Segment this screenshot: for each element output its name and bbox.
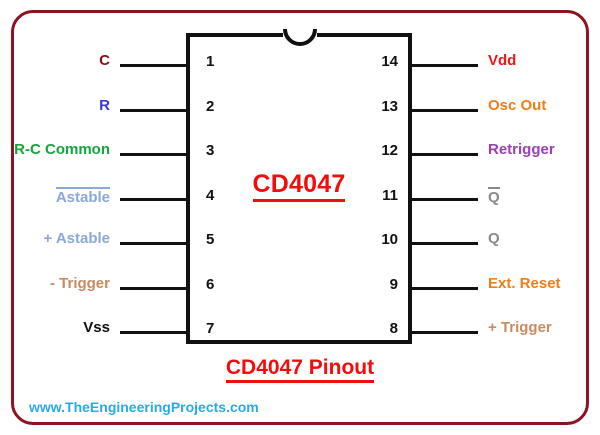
caption-text: CD4047 Pinout: [225, 356, 375, 383]
pin-number: 12: [381, 142, 398, 159]
pin-label-text: R-C Common: [14, 141, 110, 158]
pin-label: Vss: [0, 320, 110, 335]
diagram-caption: CD4047 Pinout: [0, 356, 600, 383]
pin-label: Ext. Reset: [488, 276, 561, 291]
pin-label: - Trigger: [0, 276, 110, 291]
outer-border-frame: [11, 10, 589, 425]
pin-label: Astable: [0, 186, 110, 206]
pin-number: 13: [381, 97, 398, 115]
pin-label-text: Astable: [55, 186, 110, 206]
pin-label-text: C: [99, 52, 110, 69]
pin-lead-line: [120, 242, 186, 245]
pin-label: + Trigger: [488, 320, 552, 335]
pin-label: Vdd: [488, 53, 516, 68]
pin-number: 2: [206, 97, 215, 115]
pin-lead-line: [412, 153, 478, 156]
pin-number: 8: [389, 320, 398, 337]
pin-lead-line: [412, 242, 478, 245]
pin-label-text: Astable: [55, 230, 110, 247]
pin-label-text: Ext. Reset: [488, 274, 561, 292]
pin-lead-line: [412, 286, 478, 290]
pin-label-prefix: +: [43, 230, 56, 247]
pin-label-text: Q: [488, 230, 500, 247]
pin-lead-line: [120, 153, 186, 156]
pin-lead-line: [120, 197, 186, 201]
pin-label: Q: [488, 186, 500, 206]
pin-label: R-C Common: [0, 142, 110, 157]
pin-lead-line: [120, 286, 186, 290]
pin-label: Retrigger: [488, 142, 555, 157]
pin-label: Osc Out: [488, 98, 546, 113]
pin-lead-line: [412, 108, 478, 112]
ic-notch-icon: [283, 29, 317, 48]
pin-number: 6: [206, 275, 215, 293]
pin-number: 7: [206, 320, 215, 337]
pin-lead-line: [120, 64, 186, 67]
pin-number: 9: [389, 275, 398, 293]
pin-label-text: Vdd: [488, 52, 517, 69]
part-number-label: CD4047: [186, 170, 412, 202]
pin-label-text: R: [99, 96, 110, 114]
pin-label: Q: [488, 231, 500, 246]
pin-number: 3: [206, 142, 215, 159]
pin-label-text: Osc Out: [488, 96, 547, 114]
pin-number: 4: [206, 186, 215, 204]
pin-lead-line: [412, 331, 478, 334]
pin-label: + Astable: [0, 231, 110, 246]
part-number-text: CD4047: [252, 170, 346, 202]
pin-label: R: [0, 98, 110, 113]
website-url[interactable]: www.TheEngineeringProjects.com: [29, 399, 259, 415]
pin-label: C: [0, 53, 110, 68]
pin-label-text: Retrigger: [488, 141, 555, 158]
pin-lead-line: [412, 197, 478, 201]
pin-lead-line: [412, 64, 478, 67]
pin-lead-line: [120, 331, 186, 334]
pin-label-prefix: -: [49, 274, 60, 292]
pin-number: 14: [381, 53, 398, 70]
pin-label-text: Q: [488, 186, 500, 206]
pin-label-text: Vss: [83, 319, 110, 336]
pin-lead-line: [120, 108, 186, 112]
pin-label-text: Trigger: [59, 274, 110, 292]
pin-number: 1: [206, 53, 215, 70]
pin-number: 5: [206, 231, 215, 248]
pin-label-text: + Trigger: [488, 319, 552, 336]
pin-number: 10: [381, 231, 398, 248]
ic-package-body: [186, 33, 412, 344]
pin-number: 11: [382, 186, 398, 204]
